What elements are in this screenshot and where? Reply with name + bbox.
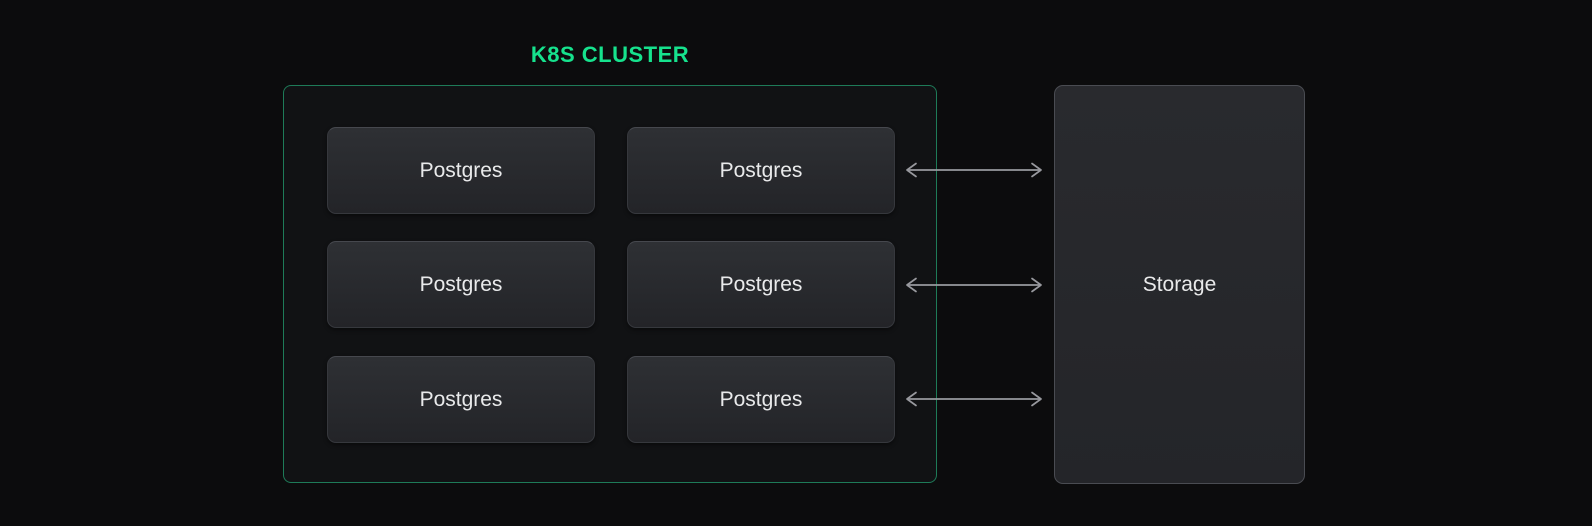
postgres-node-label: Postgres — [719, 272, 803, 296]
postgres-node-label: Postgres — [719, 158, 803, 182]
k8s-cluster-container: Postgres Postgres Postgres Postgres Post… — [283, 85, 937, 483]
bidirectional-arrow-icon — [906, 277, 1042, 293]
postgres-node-label: Postgres — [419, 272, 503, 296]
postgres-node: Postgres — [327, 356, 595, 443]
postgres-node-label: Postgres — [719, 387, 803, 411]
postgres-node-label: Postgres — [419, 158, 503, 182]
bidirectional-arrow-icon — [906, 162, 1042, 178]
postgres-node: Postgres — [327, 241, 595, 328]
postgres-node: Postgres — [627, 127, 895, 214]
cluster-title: K8S CLUSTER — [530, 42, 690, 67]
postgres-node: Postgres — [627, 356, 895, 443]
storage-node: Storage — [1054, 85, 1305, 484]
storage-node-label: Storage — [1142, 272, 1217, 296]
postgres-node: Postgres — [627, 241, 895, 328]
postgres-node-label: Postgres — [419, 387, 503, 411]
bidirectional-arrow-icon — [906, 391, 1042, 407]
postgres-node: Postgres — [327, 127, 595, 214]
